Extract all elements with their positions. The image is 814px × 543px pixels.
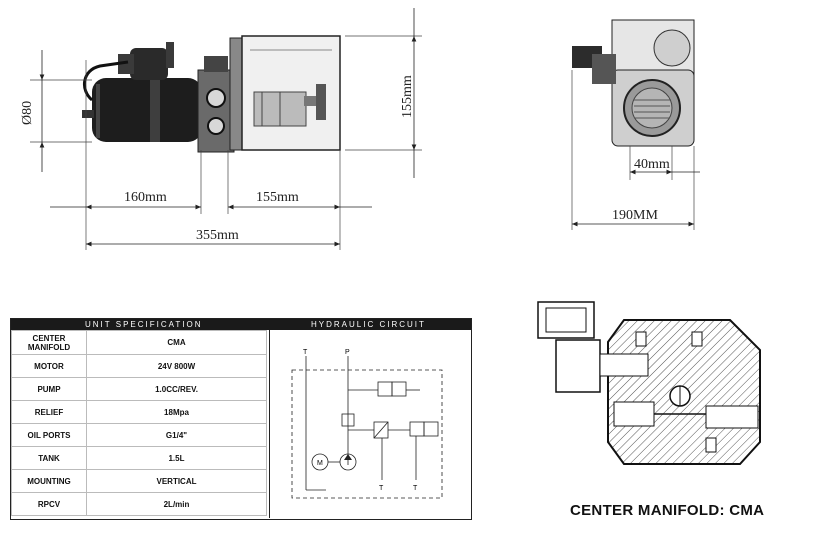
side-offset-label: 40mm (634, 157, 670, 172)
circuit-tank-t2: T (413, 485, 418, 492)
manifold-title: CENTER MANIFOLD: CMA (570, 502, 765, 519)
circuit-diagram: T P M T T (291, 349, 443, 499)
overall-length-label: 355mm (196, 228, 239, 243)
spec-key: PUMP (11, 377, 87, 401)
circuit-port-p: P (345, 349, 350, 356)
front-view-drawing (30, 8, 422, 250)
motor-length-label: 160mm (124, 190, 167, 205)
spec-value: 18Mpa (86, 400, 267, 424)
circuit-motor-symbol: M (317, 460, 323, 467)
spec-panel: UNIT SPECIFICATION HYDRAULIC CIRCUIT CEN… (10, 318, 472, 520)
diameter-label: Ø80 (20, 100, 35, 125)
side-view-drawing (571, 19, 700, 230)
circuit-tank-t1: T (379, 485, 384, 492)
spec-value: VERTICAL (86, 469, 267, 493)
spec-key: RPCV (11, 492, 87, 516)
spec-key: MOUNTING (11, 469, 87, 493)
manifold-section-drawing (537, 301, 761, 465)
circuit-port-t: T (303, 349, 308, 356)
spec-header-right: HYDRAULIC CIRCUIT (311, 320, 426, 329)
motor (82, 42, 202, 142)
spec-key: TANK (11, 446, 87, 470)
spec-value: CMA (86, 330, 267, 355)
spec-header-left: UNIT SPECIFICATION (85, 320, 203, 329)
tank-length-label: 155mm (256, 190, 299, 205)
spec-key: MOTOR (11, 354, 87, 378)
spec-value: 24V 800W (86, 354, 267, 378)
pump-manifold (197, 37, 243, 153)
tank-height-label: 155mm (400, 75, 415, 118)
spec-header: UNIT SPECIFICATION HYDRAULIC CIRCUIT (11, 319, 471, 330)
spec-value: G1/4" (86, 423, 267, 447)
spec-value: 1.5L (86, 446, 267, 470)
spec-value: 2L/min (86, 492, 267, 516)
spec-key: CENTER MANIFOLD (11, 330, 87, 355)
side-width-label: 190MM (612, 208, 658, 223)
oil-tank (241, 35, 341, 151)
spec-key: OIL PORTS (11, 423, 87, 447)
spec-value: 1.0CC/REV. (86, 377, 267, 401)
hydraulic-circuit: T P M T T (269, 330, 470, 518)
spec-key: RELIEF (11, 400, 87, 424)
